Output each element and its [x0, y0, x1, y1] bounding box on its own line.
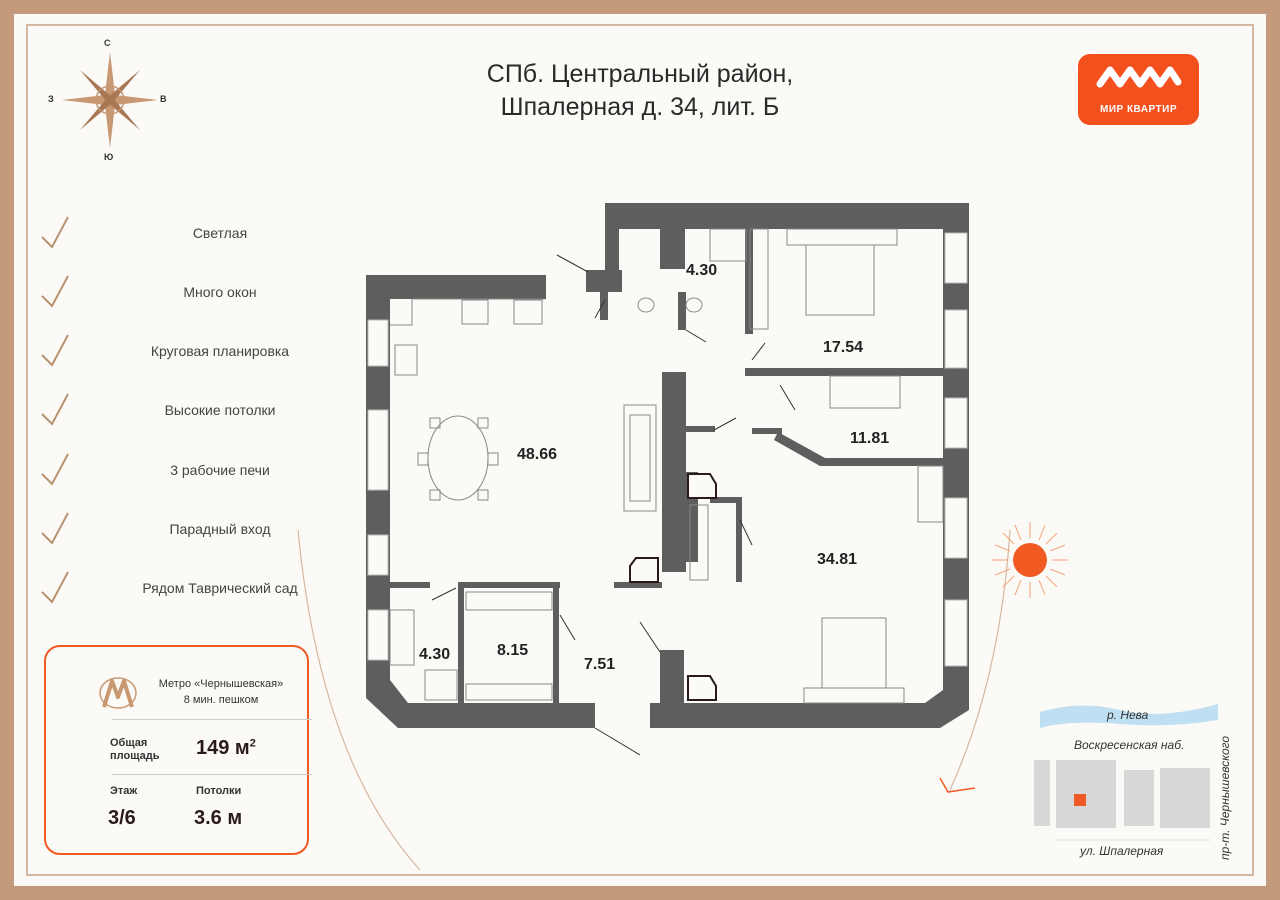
map-river-label: р. Нева [1107, 708, 1149, 722]
feature-item: Высокие потолки [40, 392, 340, 432]
feature-label: Рядом Таврический сад [142, 580, 298, 596]
room-area-closet: 8.15 [497, 642, 529, 659]
compass-north: С [104, 38, 111, 48]
feature-label: Высокие потолки [164, 402, 276, 418]
room-area-bedroom-2: 11.81 [850, 430, 890, 447]
info-card: Метро «Чернышевская» 8 мин. пешком Общая… [44, 645, 312, 855]
ceiling-label: Потолки [196, 785, 242, 797]
feature-label: Круговая планировка [150, 343, 290, 359]
feature-item: Парадный вход [40, 511, 340, 551]
compass-east: В [160, 94, 167, 104]
map-street-label: ул. Шпалерная [1080, 844, 1164, 858]
room-area-bathroom: 4.30 [686, 262, 718, 279]
total-area-unit: 2 [249, 737, 256, 750]
area-label-line-2: площадь [110, 750, 160, 762]
title-line-2: Шпалерная д. 34, лит. Б [500, 93, 780, 121]
check-icon [41, 453, 69, 486]
floor-label: Этаж [110, 785, 138, 797]
room-area-bedroom-1: 17.54 [823, 339, 864, 356]
ceiling-value: 3.6 м [194, 807, 243, 829]
title-line-1: СПб. Центральный район, [486, 60, 794, 88]
feature-label: Много окон [183, 284, 257, 300]
divider [112, 719, 312, 720]
check-icon [41, 571, 69, 604]
logo-mark-icon [1096, 66, 1182, 88]
feature-label: Светлая [192, 225, 248, 241]
divider [112, 774, 312, 775]
compass-rose-icon [62, 52, 158, 148]
company-logo[interactable]: МИР КВАРТИР [1078, 54, 1199, 125]
total-area-value: 149 м [196, 737, 250, 759]
compass-west: З [48, 94, 54, 104]
inner-frame [26, 24, 1254, 876]
area-label: Общая площадь [110, 737, 159, 763]
metro-walk-time: 8 мин. пешком [183, 694, 259, 706]
feature-item: Много окон [40, 274, 340, 314]
check-icon [41, 275, 69, 308]
feature-item: Рядом Таврический сад [40, 570, 340, 610]
sun-icon [992, 522, 1068, 598]
map-embankment-label: Воскресенская наб. [1074, 738, 1185, 752]
check-icon [41, 393, 69, 426]
metro-station: Метро «Чернышевская» [158, 678, 284, 690]
room-area-living: 48.66 [517, 446, 558, 463]
page-title: СПб. Центральный район, Шпалерная д. 34,… [420, 58, 860, 124]
feature-label: Парадный вход [169, 521, 271, 537]
check-icon [41, 334, 69, 367]
feature-item: Круговая планировка [40, 333, 340, 373]
map-avenue-label: пр-т. Чернышевского [1218, 735, 1232, 860]
area-label-line-1: Общая [110, 737, 148, 749]
floor-value: 3/6 [108, 807, 136, 829]
total-area: 149 м2 [196, 737, 256, 760]
room-area-study: 4.30 [419, 646, 451, 663]
feature-item: 3 рабочие печи [40, 452, 340, 492]
check-icon [41, 512, 69, 545]
check-icon [41, 216, 69, 249]
metro-icon [99, 677, 137, 709]
room-area-hall: 7.51 [584, 656, 616, 673]
logo-text: МИР КВАРТИР [1099, 104, 1178, 115]
compass-south: Ю [104, 152, 114, 162]
feature-label: 3 рабочие печи [170, 462, 270, 478]
room-area-bedroom-3: 34.81 [817, 551, 858, 568]
feature-item: Светлая [40, 215, 340, 255]
